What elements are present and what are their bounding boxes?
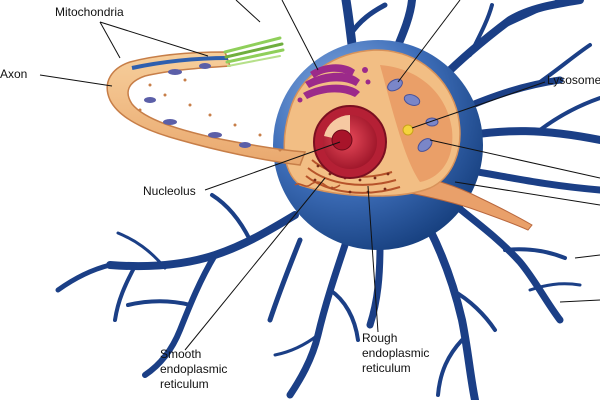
soma-mitochondria [387, 78, 439, 152]
golgi-apparatus [297, 64, 371, 103]
label-mitochondria: Mitochondria [55, 5, 124, 19]
label-axon: Axon [0, 67, 28, 81]
nucleolus-organelle [331, 129, 353, 151]
label-lysosome: Lysosome [547, 73, 600, 87]
label-rough-er: Rough endoplasmic reticulum [362, 331, 430, 375]
label-nucleolus: Nucleolus [143, 184, 196, 198]
cytoplasm-inner-shade [380, 65, 453, 182]
axon [106, 51, 307, 166]
smooth-er-organelle [294, 181, 341, 189]
lysosome-organelle [402, 124, 414, 136]
label-smooth-er: Smooth endoplasmic reticulum [160, 347, 228, 391]
leader-lines [39, 0, 600, 351]
axon-terminal-fibers [223, 36, 285, 67]
